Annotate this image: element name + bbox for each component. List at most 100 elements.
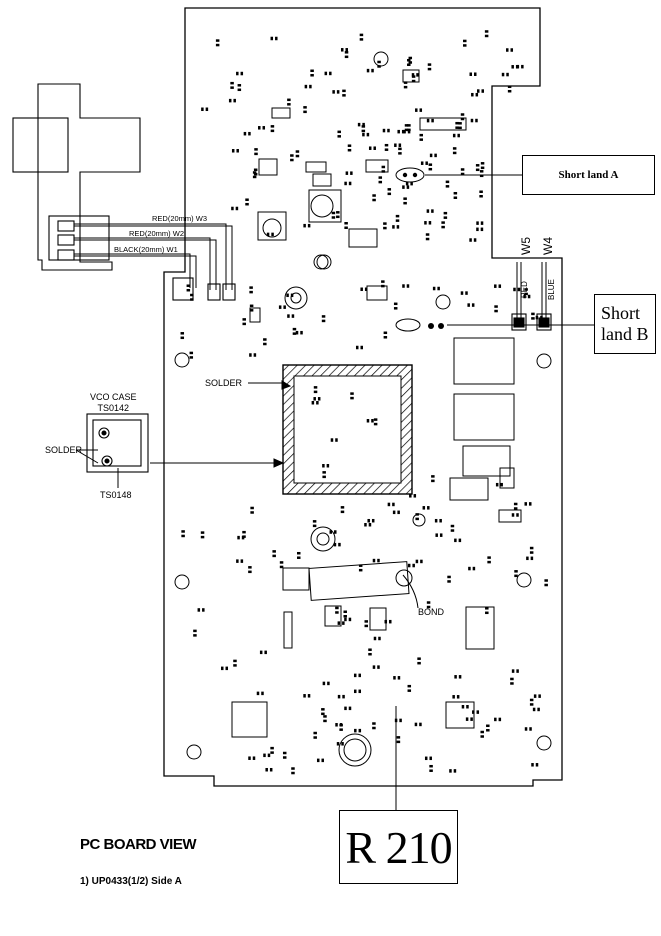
smd-part [366, 68, 374, 73]
smd-part [333, 542, 341, 547]
smd-part [230, 81, 234, 89]
label-wire-w2: RED(20mm) W2 [129, 229, 184, 238]
smd-part [303, 223, 311, 228]
smd-part [429, 764, 433, 772]
mounting-holes [174, 51, 552, 760]
smd-part [335, 606, 339, 614]
smd-part [221, 666, 229, 671]
smd-part [432, 286, 440, 291]
smd-part [529, 698, 534, 706]
smd-part [357, 122, 365, 127]
smd-part [422, 506, 430, 510]
smd-part [469, 238, 477, 242]
smd-part [392, 225, 400, 229]
smd-part [461, 705, 469, 709]
smd-part [485, 607, 489, 615]
smd-part [200, 531, 205, 539]
smd-part [524, 727, 532, 731]
smd-part [360, 287, 368, 292]
smd-part [484, 30, 489, 38]
vco-case-inset [86, 413, 149, 473]
smd-part [266, 232, 274, 237]
smd-part [441, 221, 445, 229]
smd-part [233, 659, 237, 667]
callout-short-land-a: Short land A [522, 155, 655, 195]
smd-part [367, 518, 375, 523]
smd-part [353, 673, 361, 678]
smd-part [249, 304, 254, 312]
label-wire-red: RED [520, 281, 529, 298]
smd-part [452, 133, 460, 138]
smd-part [453, 191, 458, 199]
smd-part [344, 706, 352, 711]
label-w5: W5 [519, 237, 533, 255]
smd-part [250, 506, 254, 514]
smd-part [384, 619, 392, 624]
vco-case-label: VCO CASE TS0142 [90, 392, 137, 414]
smd-part [310, 69, 314, 77]
smd-part [215, 39, 220, 47]
smd-part [424, 756, 432, 761]
label-solder-vco: SOLDER [45, 445, 83, 455]
smd-part [287, 98, 291, 106]
label-solder-main: SOLDER [205, 378, 243, 388]
smd-part [359, 33, 364, 41]
smd-part [344, 51, 349, 59]
smd-part [355, 345, 363, 350]
smd-part [343, 610, 347, 618]
smd-part [313, 386, 318, 394]
smd-part [407, 563, 415, 568]
smd-part [270, 125, 275, 133]
smd-part [476, 89, 484, 93]
smd-part [544, 579, 548, 587]
smd-part [342, 89, 346, 97]
smd-part [532, 707, 540, 712]
smd-part [243, 131, 251, 136]
smd-part [454, 538, 462, 543]
smd-part [279, 561, 284, 569]
smd-part [181, 530, 185, 538]
smd-part [402, 185, 410, 189]
smd-part [270, 36, 278, 41]
leader-lines [75, 174, 594, 810]
smd-part [516, 64, 524, 69]
smd-part [460, 291, 468, 295]
smd-part [364, 620, 369, 628]
smd-part [411, 73, 419, 77]
smd-part [344, 617, 352, 622]
smd-part [476, 221, 484, 225]
smd-part [479, 190, 483, 198]
smd-part [415, 108, 423, 112]
smd-part [480, 162, 485, 170]
cable-strap [12, 83, 141, 271]
label-wire-w3: RED(20mm) W3 [152, 214, 207, 223]
smd-part [290, 154, 294, 162]
vco-case-line2: TS0142 [97, 403, 130, 413]
smd-part [256, 691, 264, 696]
smd-part [392, 510, 400, 515]
smd-part [263, 338, 267, 346]
smd-part [323, 715, 327, 723]
smd-part [425, 233, 430, 241]
smd-part [322, 464, 330, 468]
smd-part [501, 72, 509, 77]
smd-part [295, 330, 303, 335]
smd-part [373, 418, 378, 426]
smd-part [321, 708, 325, 716]
label-ts0148: TS0148 [100, 490, 132, 500]
smd-part [403, 81, 408, 89]
smd-part [337, 130, 341, 138]
smd-part [394, 143, 402, 147]
smd-part [449, 769, 457, 773]
smd-part [417, 657, 421, 665]
smd-part [231, 149, 239, 153]
smd-part [426, 601, 431, 609]
smd-part [372, 194, 376, 202]
smd-part [514, 570, 518, 578]
vco-case-line1: VCO CASE [90, 392, 137, 402]
smd-part [443, 211, 448, 219]
smd-part [387, 502, 395, 507]
smd-part [383, 222, 387, 230]
smd-part [344, 181, 352, 186]
smd-part [329, 530, 337, 534]
